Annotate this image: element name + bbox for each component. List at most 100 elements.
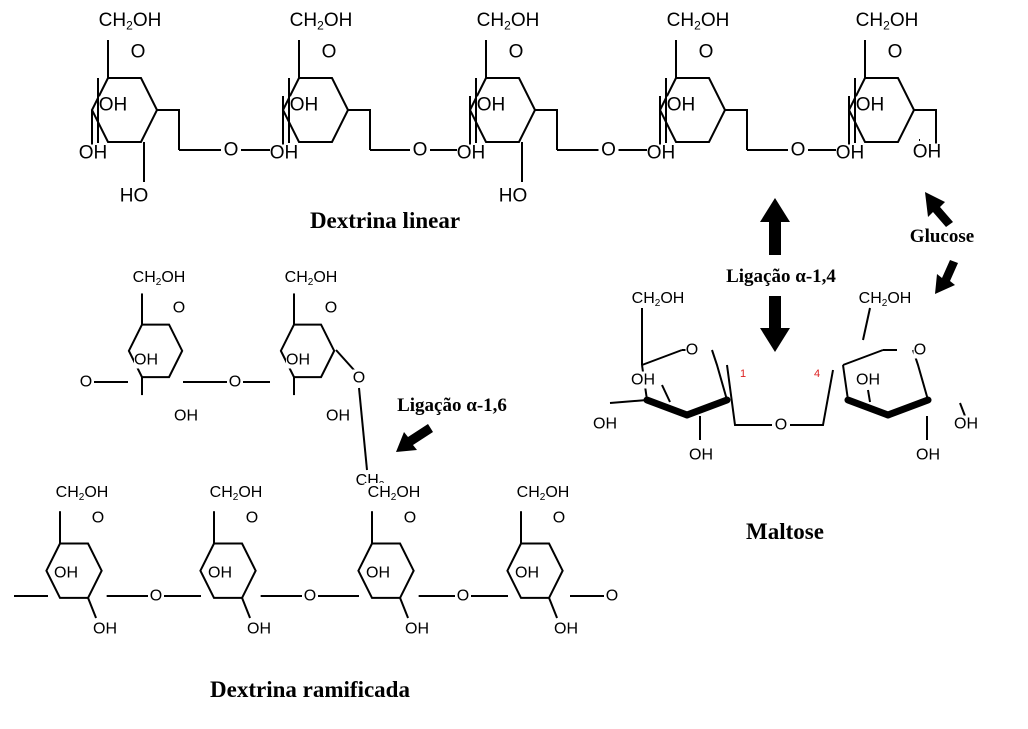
maltose-c4-number: 4 (814, 368, 820, 380)
label-background (247, 620, 271, 638)
caption-branched: Dextrina ramificada (210, 677, 410, 702)
caption-linear: Dextrina linear (310, 208, 460, 233)
arrow-up-icon (760, 198, 790, 255)
oxygen-atom: O (404, 510, 416, 527)
hydroxyl-label: OH (405, 621, 429, 638)
label-background (916, 446, 940, 464)
hydroxyl-label: OH (93, 621, 117, 638)
label-background (223, 141, 239, 159)
label-background (499, 187, 527, 205)
label-background (647, 144, 675, 162)
hydroxyl-label: OH (954, 416, 978, 433)
ch2oh-label: CH2OH (477, 10, 540, 33)
oxygen-atom: O (606, 588, 618, 605)
oxygen-atom: O (325, 300, 337, 317)
label-background (856, 371, 880, 389)
label-background (685, 341, 699, 359)
hydroxyl-label: OH (515, 565, 539, 582)
label-background (913, 143, 941, 161)
hydroxyl-label: OH (208, 565, 232, 582)
bond (348, 109, 371, 150)
label-background (52, 483, 112, 501)
hydroxyl-label: OH (913, 142, 942, 163)
label-background (94, 11, 166, 29)
ch2oh-label: CH2OH (667, 10, 730, 33)
label-background (405, 620, 429, 638)
label-background (130, 43, 146, 61)
bond (842, 364, 849, 401)
hydroxyl-label: OH (836, 143, 865, 164)
hydroxyl-label: HO (120, 186, 149, 207)
hydroxyl-label: OH (689, 447, 713, 464)
arrow-glucose-up-icon (925, 192, 953, 227)
label-alpha-1-4: Ligação α-1,4 (726, 266, 836, 287)
label-background (954, 415, 978, 433)
bond (725, 109, 748, 150)
hydroxyl-label: OH (916, 447, 940, 464)
label-glucose: Glucose (910, 226, 974, 247)
ch2oh-label: CH2OH (290, 10, 353, 33)
oxygen-atom: O (457, 588, 469, 605)
label-background (667, 96, 695, 114)
hydroxyl-label: OH (290, 95, 319, 116)
ch2oh-label: CH2OH (517, 484, 570, 503)
label-background (887, 43, 903, 61)
hydroxyl-label: OH (54, 565, 78, 582)
ch2oh-label: CH2OH (210, 484, 263, 503)
bond (914, 109, 937, 150)
bond-lines (14, 40, 966, 619)
oxygen-atom: O (150, 588, 162, 605)
maltose-c1-number: 1 (740, 368, 746, 380)
oxygen-atom: O (553, 510, 565, 527)
label-background (366, 564, 390, 582)
label-background (324, 299, 338, 317)
atom-labels: CH2OHOHOHOOCH2OHOHOHOOCH2OHOHOHOOCH2OHOH… (52, 10, 978, 638)
label-background (208, 564, 232, 582)
label-background (79, 373, 93, 391)
oxygen-atom: O (304, 588, 316, 605)
bond (609, 399, 648, 404)
label-background (321, 43, 337, 61)
hydroxyl-label: OH (79, 143, 108, 164)
oxygen-atom: O (353, 370, 365, 387)
label-background (698, 43, 714, 61)
label-background (689, 446, 713, 464)
hydroxyl-label: OH (477, 95, 506, 116)
oxygen-atom: O (699, 42, 714, 63)
label-background (281, 268, 341, 286)
hydroxyl-label: OH (856, 372, 880, 389)
label-alpha-1-6: Ligação α-1,6 (397, 395, 507, 416)
label-background (593, 415, 617, 433)
bond (959, 402, 966, 417)
hydroxyl-label: OH (134, 352, 158, 369)
ch2oh-label: CH2OH (859, 290, 912, 309)
label-background (228, 373, 242, 391)
bond (399, 597, 409, 619)
hydroxyl-label: OH (667, 95, 696, 116)
bond (358, 387, 368, 471)
ch2oh-label: CH2OH (632, 290, 685, 309)
bond (335, 349, 355, 371)
label-background (836, 144, 864, 162)
bond (842, 349, 884, 366)
label-background (303, 587, 317, 605)
label-background (513, 483, 573, 501)
hydroxyl-label: OH (270, 143, 299, 164)
hydroxyl-label: HO (499, 186, 528, 207)
bond (641, 349, 683, 366)
oxygen-atom: O (224, 140, 239, 161)
glucose-ring (127, 323, 184, 379)
ch2oh-label: CH2OH (99, 10, 162, 33)
bond (661, 384, 671, 403)
label-background (856, 96, 884, 114)
label-background (99, 96, 127, 114)
oxygen-atom: O (775, 417, 787, 434)
hydroxyl-label: OH (286, 352, 310, 369)
label-background (403, 509, 417, 527)
ring-front-edge (643, 396, 691, 419)
bond (87, 597, 97, 619)
label-background (93, 620, 117, 638)
glucose-ring (279, 323, 336, 379)
arrows (396, 192, 958, 452)
oxygen-atom: O (246, 510, 258, 527)
